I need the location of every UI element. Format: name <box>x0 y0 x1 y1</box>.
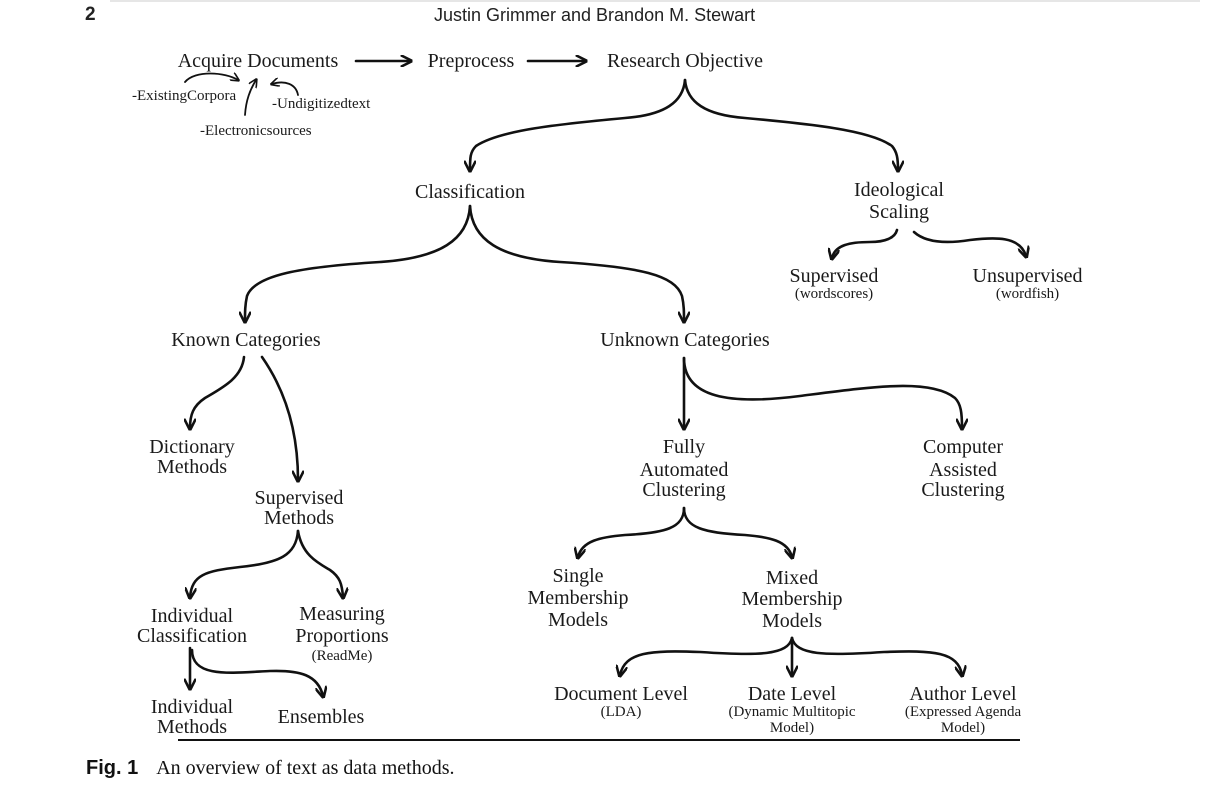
arrow-existing-corpora <box>184 74 238 83</box>
caption-label: Fig. 1 <box>86 757 139 779</box>
arrow-mixed-to-document <box>620 636 794 675</box>
arrow-classification-to-unknown <box>468 204 684 321</box>
arrow-supervised-to-proportions <box>296 529 343 597</box>
running-head: Justin Grimmer and Brandon M. Stewart <box>434 5 756 25</box>
arrow-fully-to-mixed <box>682 506 792 557</box>
arrow-electronic-sources <box>244 80 256 116</box>
arrow-scaling-to-supervised <box>832 228 899 258</box>
top-rule <box>110 0 1200 2</box>
arrow-classification-to-known <box>245 204 472 321</box>
source-undigitized-text: -Undigitizedtext <box>272 96 371 112</box>
arrow-research-to-classification <box>470 78 687 170</box>
arrow-research-to-scaling <box>683 78 898 170</box>
arrow-unknown-to-computer <box>682 356 962 428</box>
caption-text: An overview of text as data methods. <box>156 757 455 779</box>
node-scaling-supervised: Supervised(wordscores) <box>789 265 879 302</box>
source-electronic: -Electronicsources <box>200 123 312 139</box>
arrow-fully-to-single <box>578 506 686 557</box>
node-unknown-categories: Unknown Categories <box>600 329 770 351</box>
page-number: 2 <box>85 4 96 25</box>
arrow-supervised-to-individual <box>190 529 300 597</box>
node-known-categories: Known Categories <box>171 329 321 351</box>
node-preprocess: Preprocess <box>427 50 515 72</box>
arrow-scaling-to-unsupervised <box>912 230 1026 256</box>
arrow-known-to-dictionary <box>190 355 246 428</box>
arrow-individual-to-ensembles <box>190 648 323 696</box>
figure-caption: Fig. 1 An overview of text as data method… <box>86 757 455 780</box>
node-scaling-unsupervised: Unsupervised(wordfish) <box>972 265 1083 302</box>
node-ensembles: Ensembles <box>277 706 365 728</box>
bottom-rule <box>178 739 1020 741</box>
arrow-mixed-to-author <box>790 636 962 675</box>
node-document-level: Document Level(LDA) <box>554 683 688 720</box>
arrow-known-to-supervised <box>260 355 298 480</box>
node-classification: Classification <box>415 181 525 203</box>
source-existing-corpora: -ExistingCorpora <box>132 88 237 104</box>
node-research-objective: Research Objective <box>606 50 764 72</box>
node-acquire-documents: Acquire Documents <box>177 50 339 72</box>
arrow-undigitized-text <box>272 82 299 96</box>
